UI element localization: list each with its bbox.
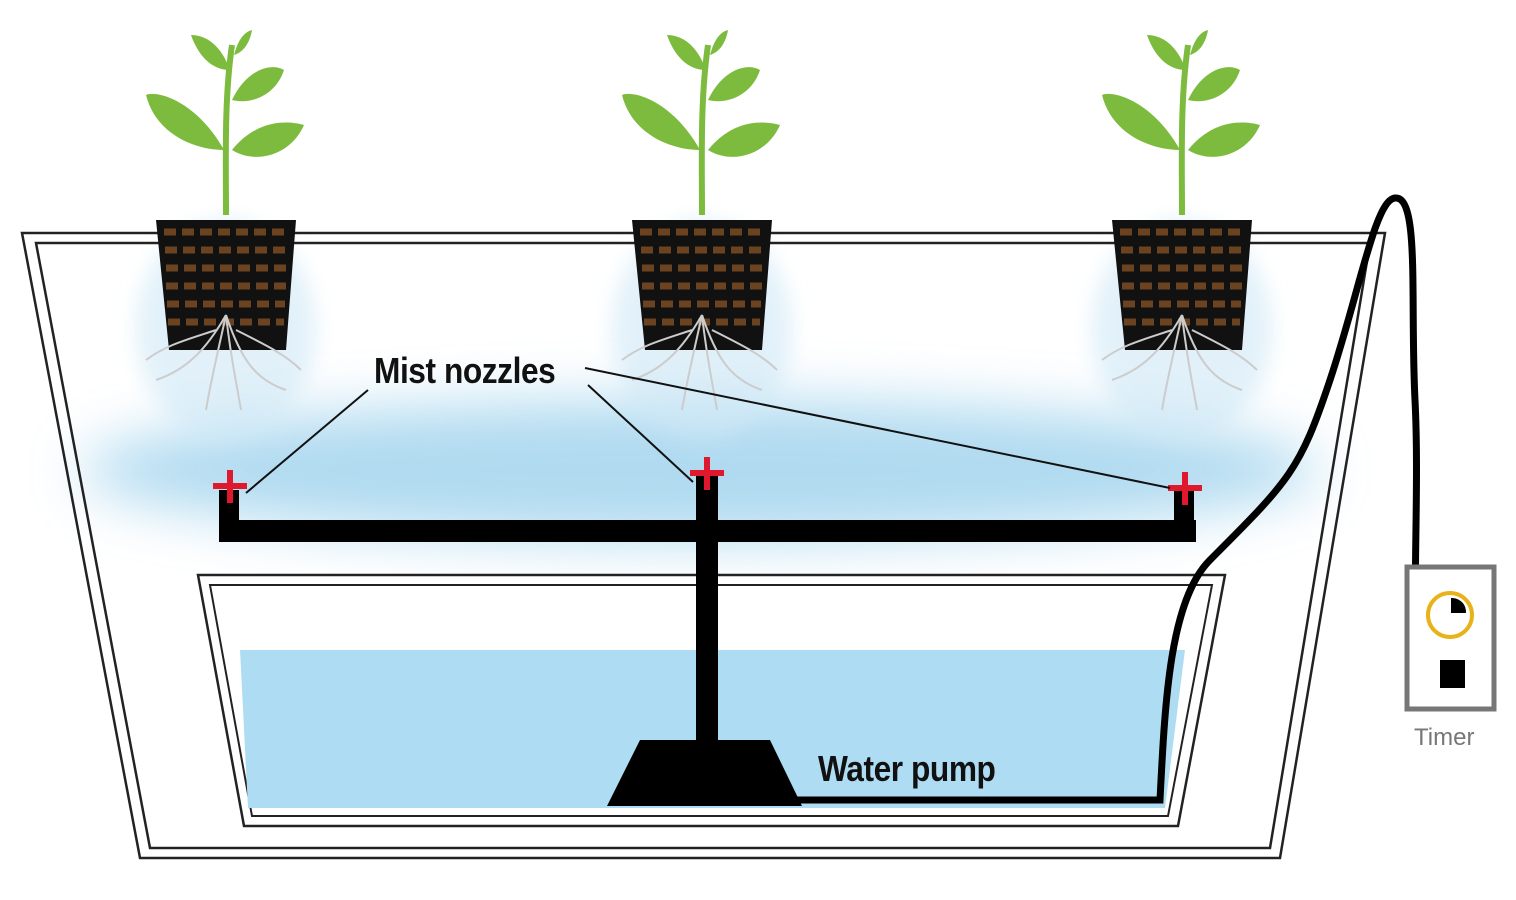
mist-pipe-manifold bbox=[219, 475, 1196, 755]
water-pump bbox=[607, 740, 802, 806]
label-water-pump: Water pump bbox=[818, 748, 996, 789]
leader-lines bbox=[245, 367, 1171, 494]
mist-nozzle-center bbox=[690, 457, 724, 490]
grow-tank bbox=[20, 231, 1387, 860]
timer bbox=[1404, 564, 1497, 712]
mist-nozzle-left bbox=[213, 470, 247, 503]
label-mist-nozzles: Mist nozzles bbox=[374, 350, 556, 391]
mist-nozzle-right bbox=[1168, 472, 1202, 505]
plug-icon bbox=[1440, 660, 1465, 688]
label-timer: Timer bbox=[1414, 724, 1475, 751]
clock-icon bbox=[1426, 591, 1474, 639]
